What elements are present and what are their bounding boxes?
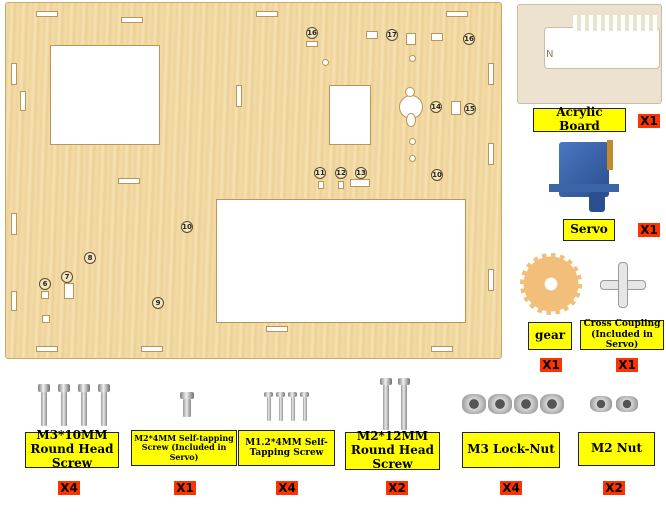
wooden-base-board: 16 17 16 14 15 11 12 13 10 10 8 6 7 9 [5,2,502,359]
acrylic-board-image: N [517,4,662,104]
board-hole [405,87,415,97]
board-slot [488,269,494,291]
part-quantity: X4 [276,481,298,495]
gear-image [520,253,582,315]
servo-image [545,140,625,215]
board-window-left [50,45,160,145]
board-slot [350,179,370,187]
part-label: M2*4MM Self-tapping Screw (Included in S… [131,430,237,466]
board-slot [318,181,324,189]
part-quantity: X4 [500,481,522,495]
part-quantity: X1 [174,481,196,495]
board-slot [11,213,17,235]
board-slot [306,41,318,47]
coupling-arm-vertical [618,262,628,308]
board-slot [256,11,278,17]
part-label: gear [528,322,572,350]
part-label: Servo [563,219,615,241]
acrylic-mark: N [546,49,554,60]
board-number-badge: 11 [314,167,326,179]
board-slot [236,85,242,107]
m2-4mm-screw-image [178,392,198,422]
board-window-bottom [216,199,466,323]
board-slot [41,291,49,299]
board-number-badge: 17 [386,29,398,41]
board-slot [36,346,58,352]
part-label: M3*10MM Round Head Screw [25,428,119,470]
part-label: Acrylic Board [533,105,626,133]
part-quantity: X1 [616,358,638,372]
board-hole [409,55,416,62]
board-number-badge: 15 [464,103,476,115]
board-slot [451,101,461,115]
servo-tab [549,184,619,192]
board-number-badge: 16 [306,27,318,39]
board-hole [409,155,416,162]
board-hole [406,113,416,127]
part-quantity: X2 [386,481,408,495]
board-number-badge: 7 [61,271,73,283]
board-slot [488,143,494,165]
board-number-badge: 10 [431,169,443,181]
board-number-badge: 12 [335,167,347,179]
board-number-badge: 13 [355,167,367,179]
board-hole [322,59,329,66]
board-slot [141,346,163,352]
cross-coupling-image [600,262,646,308]
servo-wire [607,140,613,170]
m3-10mm-screws-image [36,384,116,428]
part-quantity: X4 [58,481,80,495]
board-slot [11,291,17,311]
part-label: Cross Coupling (Included in Servo) [580,319,664,350]
board-slot [431,346,453,352]
board-slot [406,33,416,45]
board-slot [366,31,378,39]
board-slot [338,181,344,189]
board-slot [20,91,26,111]
acrylic-slot [544,27,660,69]
board-number-badge: 9 [152,297,164,309]
part-label: M2*12MM Round Head Screw [345,429,440,471]
board-number-badge: 8 [84,252,96,264]
m2-12mm-screws-image [380,378,414,432]
board-hole [409,138,416,145]
board-number-badge: 10 [181,221,193,233]
board-slot [36,11,58,17]
board-slot [488,63,494,85]
part-quantity: X2 [603,481,625,495]
board-slot [118,178,140,184]
board-number-badge: 16 [463,33,475,45]
part-label: M2 Nut [578,432,655,466]
board-slot [266,326,288,332]
board-slot [11,63,17,85]
part-quantity: X1 [638,223,660,237]
part-label: M1.2*4MM Self-Tapping Screw [238,430,335,466]
m1-2-4mm-screws-image [264,392,314,424]
servo-shaft [589,192,605,212]
board-slot [121,17,143,23]
m3-lock-nuts-image [462,394,572,418]
board-slot [431,33,443,41]
board-number-badge: 14 [430,101,442,113]
board-window-center [329,85,371,145]
part-quantity: X1 [638,114,660,128]
board-number-badge: 6 [39,278,51,290]
acrylic-teeth [573,15,658,31]
board-slot [64,283,74,299]
part-label: M3 Lock-Nut [462,432,560,468]
board-slot [42,315,50,323]
m2-nuts-image [590,396,640,416]
board-slot [446,11,468,17]
part-quantity: X1 [540,358,562,372]
